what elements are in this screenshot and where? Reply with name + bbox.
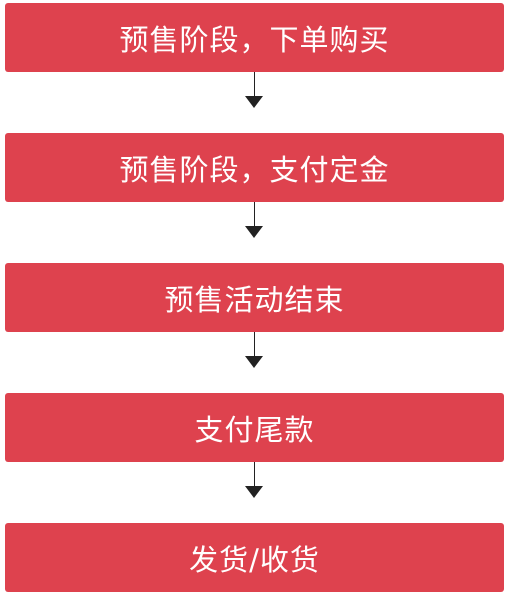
arrow-down-icon xyxy=(245,356,263,368)
step-label: 预售活动结束 xyxy=(164,282,345,317)
connector-line xyxy=(254,202,255,228)
step-label: 预售阶段，下单购买 xyxy=(119,22,390,57)
step-label: 支付尾款 xyxy=(194,412,315,447)
arrow-down-icon xyxy=(245,486,263,498)
step-pay-balance: 支付尾款 xyxy=(5,393,504,462)
step-presale-end: 预售活动结束 xyxy=(5,263,504,332)
step-ship-receive: 发货/收货 xyxy=(5,523,504,592)
connector-line xyxy=(254,462,255,488)
connector-line xyxy=(254,332,255,358)
arrow-down-icon xyxy=(245,96,263,108)
step-label: 发货/收货 xyxy=(189,542,320,577)
step-label: 预售阶段，支付定金 xyxy=(119,152,390,187)
step-pay-deposit: 预售阶段，支付定金 xyxy=(5,133,504,202)
arrow-down-icon xyxy=(245,226,263,238)
step-order-purchase: 预售阶段，下单购买 xyxy=(5,3,504,72)
connector-line xyxy=(254,72,255,98)
